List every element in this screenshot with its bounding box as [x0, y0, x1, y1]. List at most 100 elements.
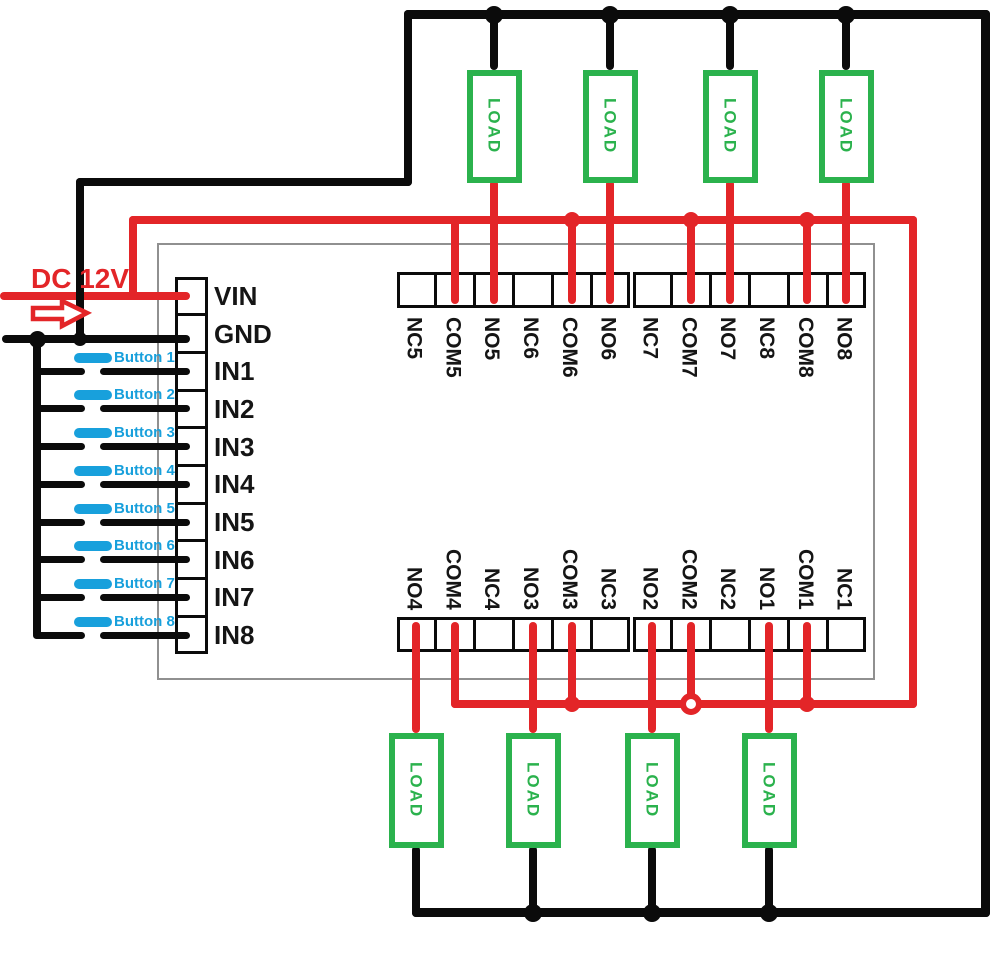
- top-terminal-divider: [748, 272, 751, 308]
- in7-wire-left: [33, 593, 85, 601]
- load-label: LOAD: [759, 762, 779, 819]
- button-label-5: Button 5: [114, 499, 175, 517]
- in3-wire-right: [100, 443, 190, 451]
- current-direction-arrow-icon: [30, 297, 93, 330]
- no5-wire: [490, 180, 498, 304]
- button-label-2: Button 2: [114, 386, 175, 404]
- terminal-label-no4: NO4: [402, 566, 426, 610]
- gnd-junction-bottom-2: [643, 903, 661, 922]
- 12v-top-rail: [129, 216, 917, 224]
- button-label-7: Button 7: [114, 574, 175, 592]
- load-top-stub-4: [842, 12, 850, 70]
- gnd-left-vertical: [76, 178, 84, 343]
- button-label-3: Button 3: [114, 424, 175, 442]
- in3-wire-left: [33, 443, 85, 451]
- gnd-topleft-vertical: [404, 10, 412, 186]
- no3-wire: [529, 622, 537, 733]
- terminal-label-no5: NO5: [480, 317, 504, 361]
- load-label: LOAD: [600, 98, 620, 155]
- load-label: LOAD: [836, 98, 856, 155]
- button-label-8: Button 8: [114, 612, 175, 630]
- in1-wire-right: [100, 367, 190, 375]
- button-symbol-2: [74, 390, 112, 401]
- bottom-terminal-divider: [825, 617, 829, 652]
- button-label-6: Button 6: [114, 537, 175, 555]
- in2-wire-left: [33, 405, 85, 413]
- terminal-label-com3: COM3: [557, 549, 581, 610]
- load-bottom-wire-3: [648, 846, 656, 916]
- in6-wire-left: [33, 556, 85, 564]
- gnd-bottom-rail: [412, 908, 990, 917]
- pin-label-in1: IN1: [214, 356, 255, 387]
- vin-supply-wire: [0, 292, 190, 300]
- gnd-junction-top-1: [485, 5, 503, 24]
- terminal-label-no8: NO8: [832, 317, 856, 361]
- in8-wire-left: [33, 631, 85, 639]
- gnd-input-wire: [2, 335, 190, 343]
- in2-wire-right: [100, 405, 190, 413]
- button-label-4: Button 4: [114, 461, 175, 479]
- terminal-label-com2: COM2: [677, 549, 701, 610]
- button-symbol-7: [74, 578, 112, 589]
- in5-wire-left: [33, 518, 85, 526]
- 12v-junction-top-2: [683, 212, 699, 228]
- terminal-label-com7: COM7: [677, 317, 701, 378]
- com3-wire: [568, 622, 576, 708]
- terminal-label-nc7: NC7: [638, 317, 662, 360]
- button-label-1: Button 1: [114, 348, 175, 366]
- top-terminal-divider: [670, 272, 674, 308]
- terminal-label-nc6: NC6: [518, 317, 542, 360]
- load-label: LOAD: [484, 98, 504, 155]
- 12v-right-rail: [909, 216, 917, 708]
- pin-header-divider: [175, 464, 208, 467]
- bottom-terminal-divider: [748, 617, 751, 652]
- terminal-label-no6: NO6: [596, 317, 620, 361]
- button-symbol-3: [74, 428, 112, 439]
- gnd-junction-top-4: [837, 5, 855, 24]
- button-symbol-8: [74, 616, 112, 627]
- in4-wire-right: [100, 480, 190, 488]
- load-label: LOAD: [523, 762, 543, 819]
- no7-wire: [726, 180, 734, 304]
- button-symbol-6: [74, 541, 112, 552]
- gnd-junction-top-3: [721, 5, 739, 24]
- pin-header-divider: [175, 577, 208, 581]
- load-box-bottom-2: LOAD: [505, 733, 561, 848]
- pin-header-divider: [175, 313, 208, 317]
- in4-wire-left: [33, 480, 85, 488]
- bottom-terminal-divider: [589, 617, 593, 652]
- bottom-terminal-divider: [709, 617, 713, 652]
- button-symbol-1: [74, 352, 112, 363]
- button-symbol-5: [74, 503, 112, 514]
- bottom-terminal-divider: [670, 617, 674, 652]
- load-bottom-wire-4: [765, 846, 773, 916]
- terminal-label-no2: NO2: [638, 566, 662, 610]
- pin-header-divider: [175, 426, 208, 430]
- terminal-label-nc4: NC4: [480, 567, 504, 610]
- load-top-stub-1: [490, 12, 498, 70]
- in6-wire-right: [100, 556, 190, 564]
- pin-header-divider: [175, 388, 208, 392]
- 12v-junction-bottom-1: [564, 696, 580, 712]
- pin-header-divider: [175, 614, 208, 618]
- in1-wire-left: [33, 367, 85, 375]
- com7-wire: [687, 218, 695, 304]
- top-terminal-divider: [825, 272, 829, 308]
- pin-label-in8: IN8: [214, 620, 255, 651]
- load-label: LOAD: [720, 98, 740, 155]
- bottom-terminal-divider: [550, 617, 554, 652]
- pin-label-gnd: GND: [214, 318, 272, 349]
- load-box-top-3: LOAD: [702, 70, 758, 183]
- top-terminal-divider: [786, 272, 790, 308]
- gnd-top-rail: [404, 10, 990, 19]
- terminal-label-com6: COM6: [557, 317, 581, 378]
- load-box-bottom-3: LOAD: [624, 733, 680, 848]
- pin-label-in2: IN2: [214, 393, 255, 424]
- pin-header-divider: [175, 501, 208, 505]
- gnd-right-rail: [981, 10, 990, 917]
